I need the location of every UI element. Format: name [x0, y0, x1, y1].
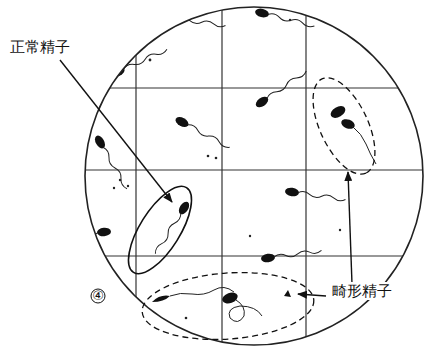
number-ring	[91, 289, 105, 303]
abnormal-outline	[140, 267, 316, 345]
callout-number: ④	[90, 288, 106, 304]
field-circle	[85, 7, 423, 345]
normal-outline	[117, 177, 204, 283]
leader-arrows	[60, 60, 352, 296]
label-text: 畸形精子	[330, 282, 394, 300]
abnormal-outline	[300, 69, 387, 184]
label-text: 正常精子	[8, 38, 72, 56]
debris-dots	[113, 19, 341, 320]
sperm-cells	[50, 7, 415, 321]
